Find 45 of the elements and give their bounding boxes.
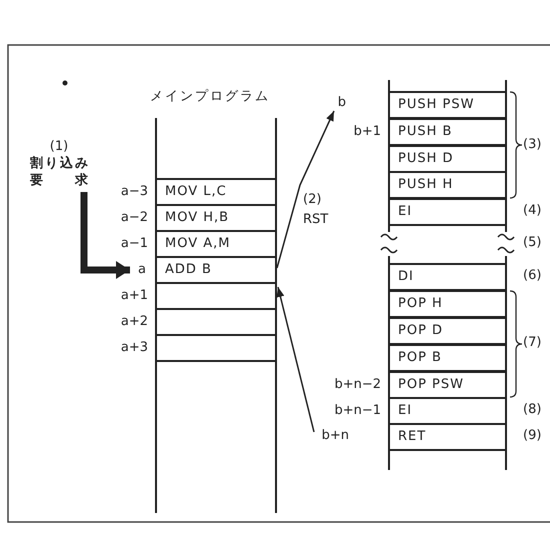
address-label: b [334,95,346,111]
memory-cell: POP D [388,317,507,345]
address-label: b+n−1 [333,403,381,419]
memory-cell: POP H [388,290,507,318]
address-label: a−3 [120,184,148,200]
step-number: (9) [523,428,542,444]
memory-cell: EI [388,198,507,226]
step-number: (7) [523,335,542,351]
memory-cell: POP PSW [388,371,507,399]
step-number: (6) [523,268,542,284]
step-number: (8) [523,402,542,418]
memory-cell: RET [388,423,507,451]
memory-cell: MOV A,M [155,230,277,258]
interrupt-request-text: 割り込み要求 [30,155,88,189]
step-number: (5) [523,235,542,251]
memory-cell: POP B [388,344,507,372]
memory-cell: MOV H,B [155,204,277,232]
address-label: a+1 [120,288,148,304]
memory-cell: EI [388,397,507,425]
address-label: a+2 [120,314,148,330]
step-number: (3) [523,137,542,153]
step-number: (4) [523,203,542,219]
memory-cell: DI [388,263,507,291]
address-label: a [132,262,146,278]
address-label: b+n−2 [333,377,381,393]
memory-cell: PUSH D [388,145,507,173]
address-label: b+n [315,428,349,444]
memory-cell: ADD B [155,256,277,284]
memory-cell: PUSH H [388,171,507,199]
memory-cell: PUSH B [388,118,507,146]
memory-cell [155,282,277,310]
memory-cell: PUSH PSW [388,91,507,119]
edge-label: (2) RST [303,191,330,229]
step-number: (1) [48,138,70,155]
column-title: メインプログラム [150,89,270,105]
memory-cell: MOV L,C [155,178,277,206]
memory-cell [155,334,277,362]
arrow [80,192,130,279]
arrow [276,286,315,432]
arrow [276,110,335,268]
address-label: a+3 [120,340,148,356]
address-label: a−1 [120,236,148,252]
address-label: b+1 [352,124,381,140]
address-label: a−2 [120,210,148,226]
memory-cell [155,308,277,336]
